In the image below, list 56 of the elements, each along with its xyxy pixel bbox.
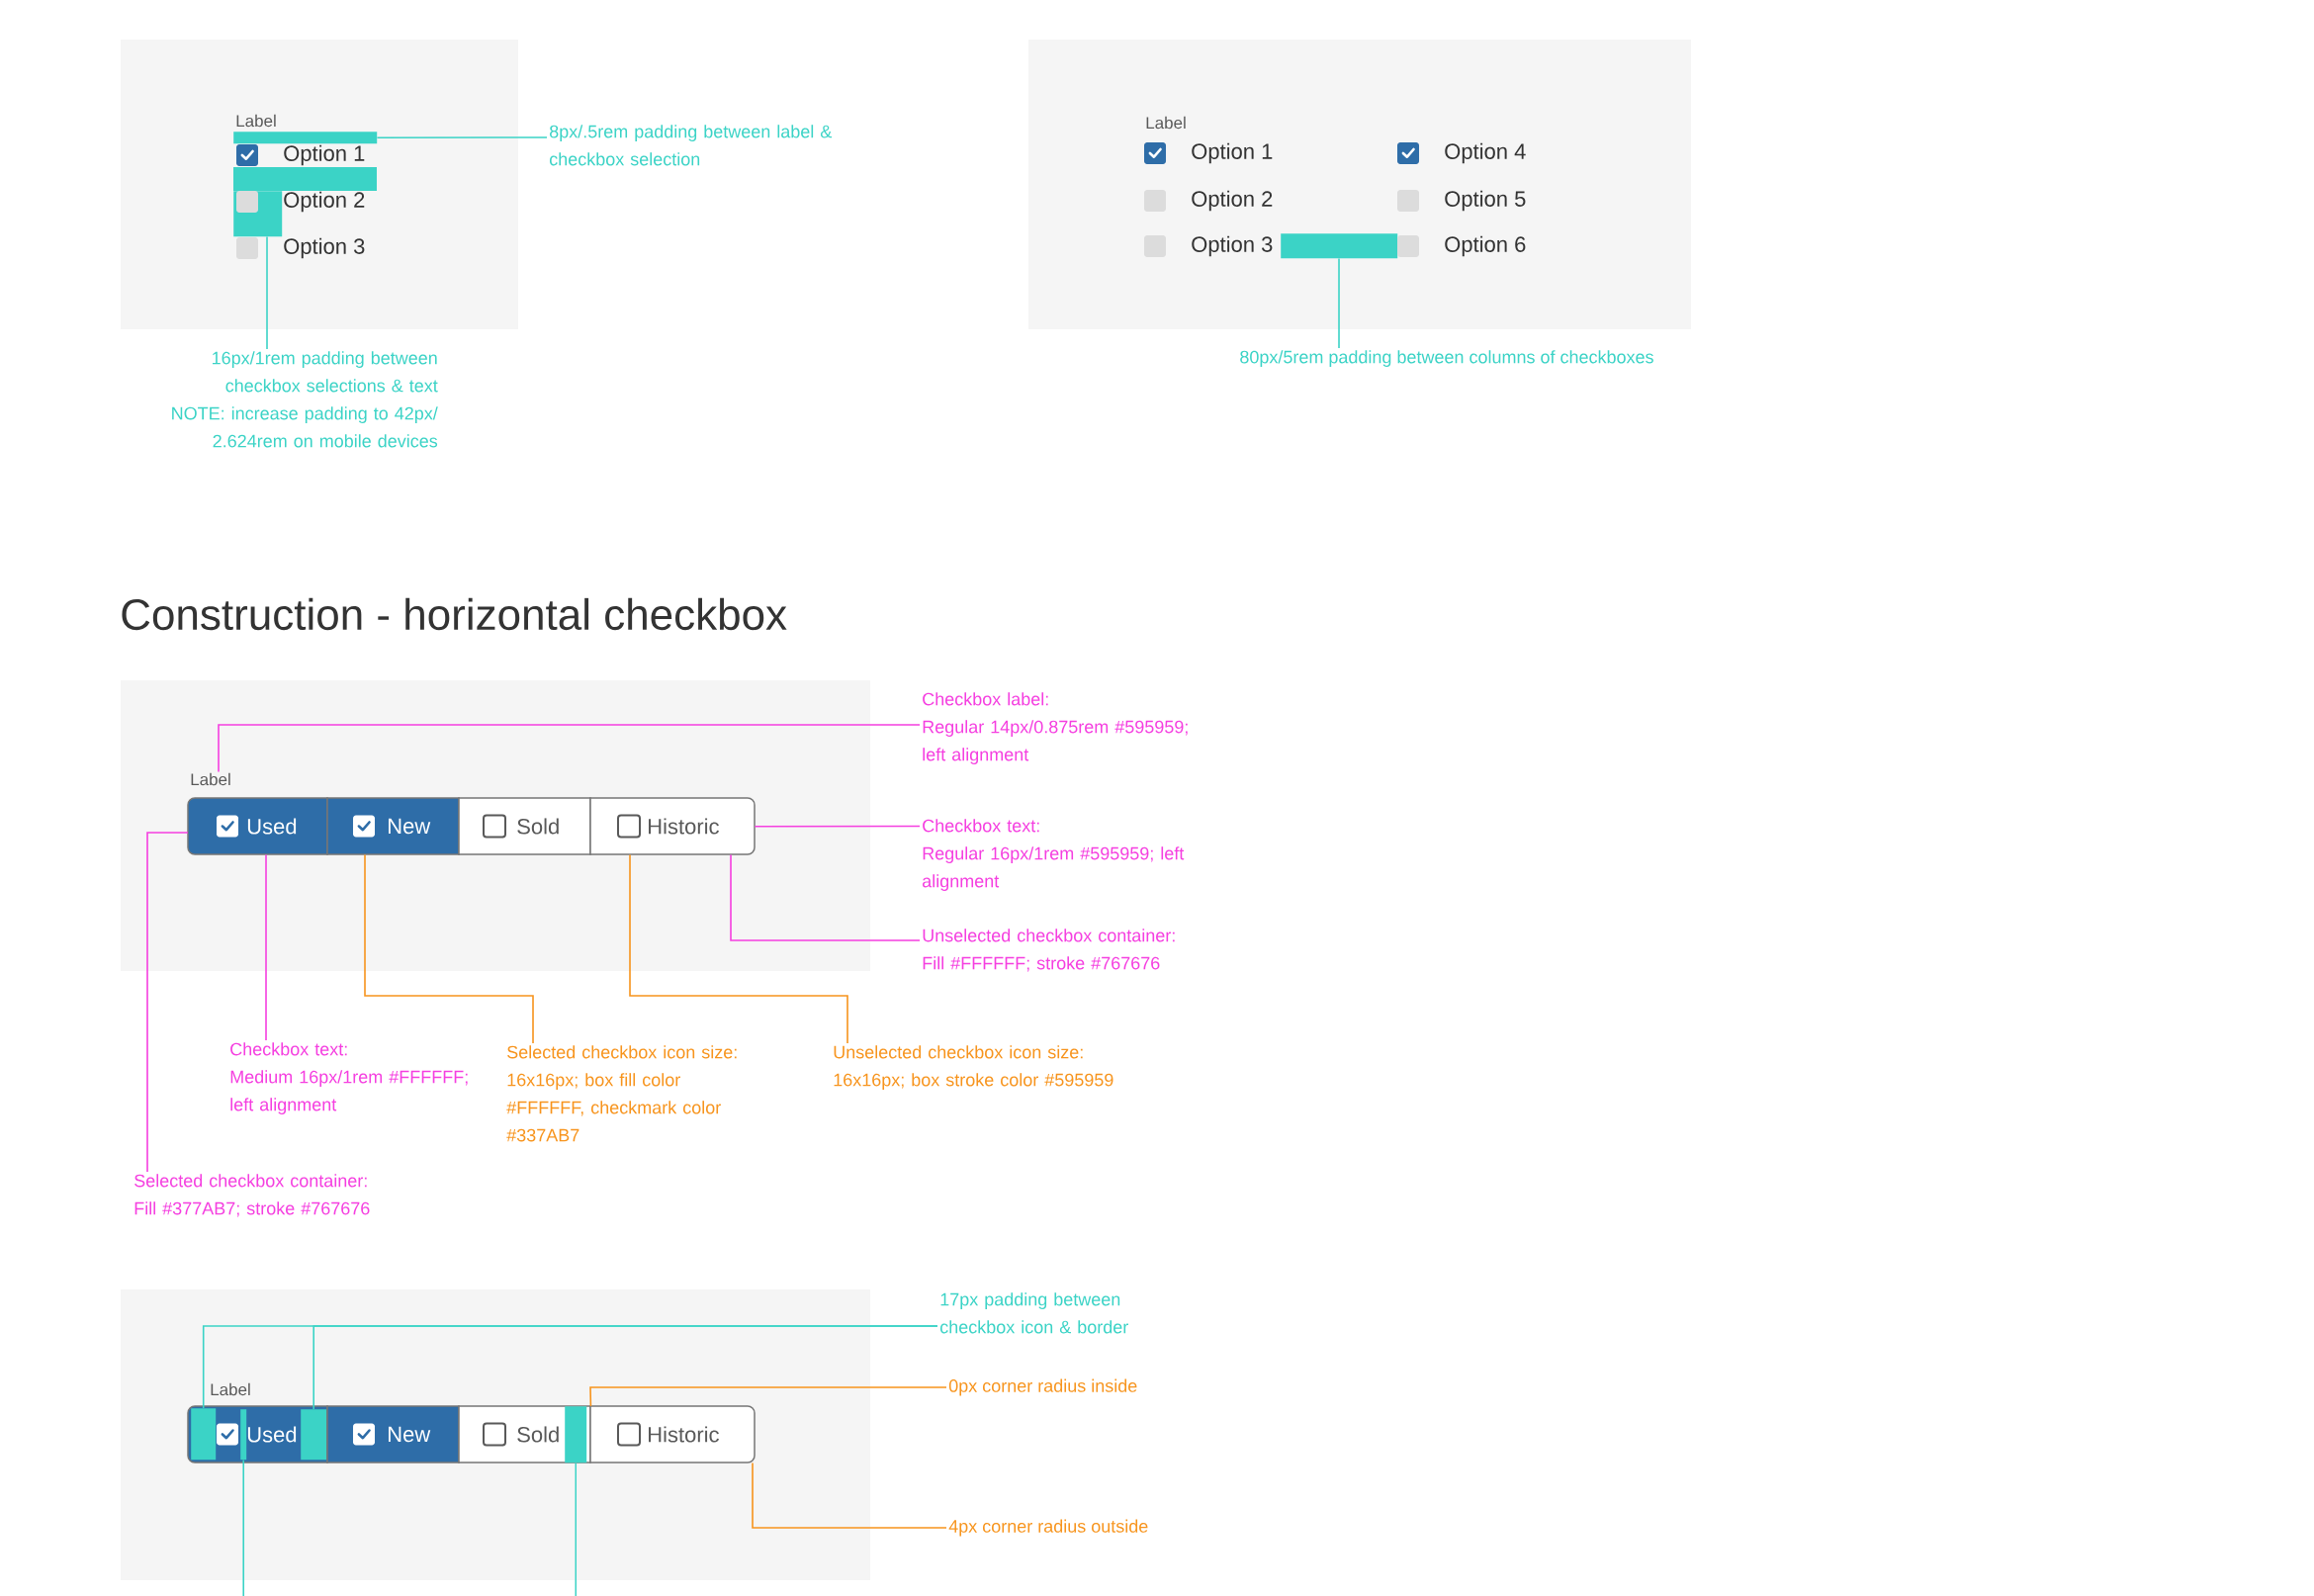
- leader-line: [146, 832, 189, 1173]
- annotation-text: Selected checkbox icon size: 16x16px; box fill color #FFFFFF, checkmark color #337AB7: [506, 1045, 737, 1142]
- highlight-bar: [1281, 233, 1398, 259]
- annotation-text: 16px/1rem padding between checkbox selections & text NOTE: increase padding to 42px/ 2.624rem on mobile devices: [172, 351, 438, 448]
- leader-line: [376, 136, 548, 138]
- leader-line: [589, 1386, 947, 1407]
- leader-line: [752, 1462, 947, 1529]
- leader-line: [730, 853, 921, 941]
- highlight-bar: [191, 1408, 217, 1461]
- highlight-bar: [240, 1409, 247, 1461]
- segment-button: Sold: [458, 1405, 591, 1463]
- highlight-bar: [233, 132, 378, 144]
- option-text: Option 6: [1445, 235, 1526, 257]
- option-text: Option 4: [1445, 142, 1526, 164]
- segment-button: New: [326, 797, 460, 855]
- section-title: Construction - horizontal checkbox: [122, 597, 787, 631]
- field-label: Label: [1146, 116, 1186, 130]
- annotation-text: Checkbox text: Medium 16px/1rem #FFFFFF; left alignment: [230, 1042, 468, 1114]
- leader-line: [1338, 257, 1340, 349]
- leader-line: [312, 1325, 938, 1410]
- segment-button: Historic: [589, 1405, 756, 1463]
- leader-line: [266, 235, 268, 350]
- field-label: Label: [236, 114, 276, 128]
- annotation-text: 80px/5rem padding between columns of checkboxes: [1240, 350, 1653, 367]
- segment-button: New: [326, 1405, 460, 1463]
- field-label: Label: [191, 772, 230, 786]
- leader-line: [364, 853, 534, 1044]
- highlight-bar: [233, 167, 377, 237]
- annotation-text: Unselected checkbox container: Fill #FFFFFF; stroke #767676: [923, 929, 1175, 972]
- option-text: Option 3: [284, 237, 365, 259]
- segment-button: Used: [187, 797, 328, 855]
- annotation-text: Selected checkbox container: Fill #377AB7; stroke #767676: [134, 1174, 370, 1217]
- option-text: Option 2: [1192, 190, 1273, 212]
- segment-button: Sold: [458, 797, 591, 855]
- option-text: Option 1: [1192, 142, 1273, 164]
- field-label: Label: [211, 1382, 250, 1396]
- annotation-text: 8px/.5rem padding between label & checkbox selection: [550, 125, 833, 166]
- leader-line: [242, 1459, 244, 1596]
- highlight-bar: [565, 1406, 587, 1463]
- leader-line: [218, 724, 921, 773]
- annotation-text: 17px padding between checkbox icon & border: [940, 1292, 1128, 1334]
- annotation-text: Unselected checkbox icon size: 16x16px; box stroke color #595959: [834, 1045, 1113, 1090]
- option-text: Option 5: [1445, 190, 1526, 212]
- leader-line: [629, 853, 848, 1044]
- option-text: Option 2: [284, 191, 365, 213]
- segment-button: Historic: [589, 797, 756, 855]
- option-text: Option 1: [284, 144, 365, 166]
- annotation-text: 0px corner radius inside: [948, 1378, 1137, 1396]
- leader-line: [754, 825, 921, 828]
- annotation-text: 4px corner radius outside: [948, 1519, 1148, 1537]
- annotation-text: Checkbox text: Regular 16px/1rem #595959; left alignment: [923, 819, 1185, 891]
- segment-button: Used: [187, 1405, 328, 1463]
- leader-line: [575, 1462, 577, 1596]
- leader-line: [265, 853, 267, 1041]
- highlight-bar: [301, 1409, 327, 1461]
- annotation-text: Checkbox label: Regular 14px/0.875rem #595959; left alignment: [923, 692, 1188, 764]
